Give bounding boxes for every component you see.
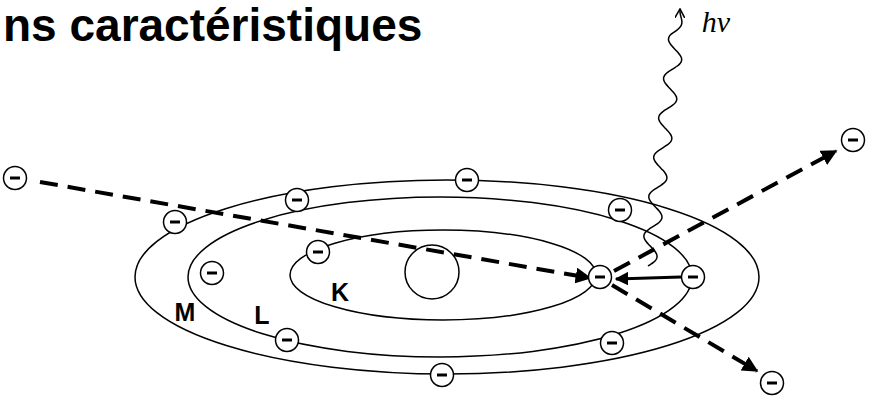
electron-circle bbox=[456, 169, 479, 192]
electron-charge bbox=[292, 199, 302, 202]
electron-charge bbox=[313, 251, 323, 254]
electron-symbol bbox=[842, 129, 865, 152]
scattered-electron-path bbox=[612, 285, 757, 371]
electron-symbol bbox=[4, 167, 27, 190]
electron-charge bbox=[170, 221, 180, 224]
electron-charge bbox=[437, 374, 447, 377]
shell-label: K bbox=[331, 280, 349, 305]
electron-symbol bbox=[201, 262, 224, 285]
slide-title: ns caractéristiques bbox=[3, 2, 422, 48]
photon-wave bbox=[644, 10, 682, 266]
electron-circle bbox=[201, 262, 224, 285]
electron-circle bbox=[601, 332, 624, 355]
electron-circle bbox=[276, 329, 299, 352]
electron-symbol bbox=[601, 332, 624, 355]
transition-arrow bbox=[616, 277, 681, 279]
trajectories bbox=[40, 151, 836, 371]
electron-circle bbox=[682, 266, 705, 289]
shell-label: M bbox=[175, 300, 196, 325]
electron-circle bbox=[431, 364, 454, 387]
electron-charge bbox=[10, 177, 20, 180]
electron-circle bbox=[286, 189, 309, 212]
electrons bbox=[4, 129, 865, 395]
electron-symbol bbox=[164, 211, 187, 234]
incident-electron-path bbox=[40, 182, 590, 278]
electron-charge bbox=[767, 382, 777, 385]
m-shell bbox=[135, 180, 759, 374]
electron-charge bbox=[207, 272, 217, 275]
electron-charge bbox=[595, 276, 605, 279]
electron-charge bbox=[607, 342, 617, 345]
electron-circle bbox=[842, 129, 865, 152]
electron-circle bbox=[589, 266, 612, 289]
k-shell bbox=[290, 230, 596, 320]
electron-symbol bbox=[431, 364, 454, 387]
electron-charge bbox=[848, 139, 858, 142]
electron-charge bbox=[688, 276, 698, 279]
electron-symbol bbox=[276, 329, 299, 352]
electron-symbol bbox=[456, 169, 479, 192]
electron-circle bbox=[307, 241, 330, 264]
electron-charge bbox=[462, 179, 472, 182]
electron-symbol bbox=[761, 372, 784, 395]
electron-symbol bbox=[682, 266, 705, 289]
shell-label: L bbox=[254, 303, 269, 328]
electron-circle bbox=[761, 372, 784, 395]
electron-symbol bbox=[286, 189, 309, 212]
electron-circle bbox=[4, 167, 27, 190]
electron-circle bbox=[164, 211, 187, 234]
ejected-electron-path bbox=[614, 151, 836, 271]
electron-symbol bbox=[307, 241, 330, 264]
photon-label: hν bbox=[702, 7, 730, 37]
electron-charge bbox=[282, 339, 292, 342]
electron-symbol bbox=[609, 199, 632, 222]
nucleus bbox=[405, 245, 459, 299]
electron-circle bbox=[609, 199, 632, 222]
shells bbox=[135, 180, 759, 374]
electron-symbol bbox=[589, 266, 612, 289]
electron-charge bbox=[615, 209, 625, 212]
